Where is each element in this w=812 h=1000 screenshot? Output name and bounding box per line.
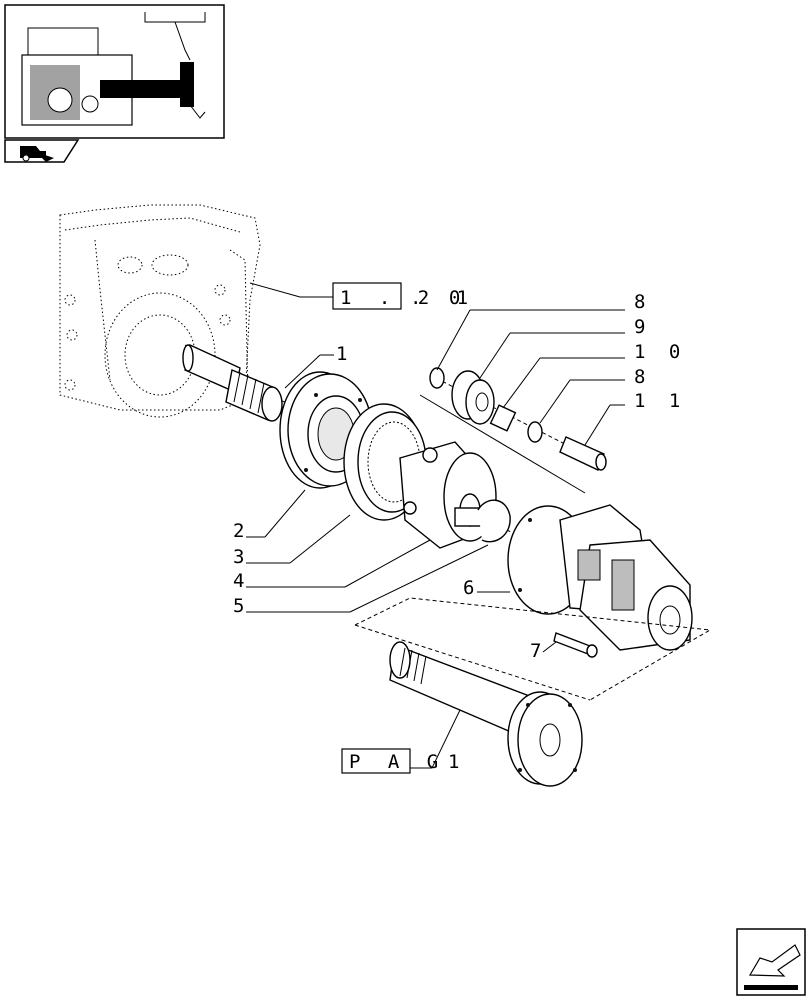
next-page-arrow-icon[interactable] xyxy=(736,928,806,996)
callout-6[interactable]: 6 xyxy=(463,577,510,599)
callout-5[interactable]: 5 xyxy=(233,544,489,617)
svg-text:3: 3 xyxy=(233,546,250,568)
axle-housing-part-6[interactable] xyxy=(507,504,693,651)
reference-code-label: 1 . 2 1 xyxy=(340,287,476,309)
svg-text:8: 8 xyxy=(634,366,651,388)
svg-text:1: 1 xyxy=(336,343,353,365)
reference-1-21-0[interactable]: 1 . 2 1 . 0 xyxy=(249,282,476,310)
svg-text:5: 5 xyxy=(233,595,250,617)
snap-ring-part-5[interactable] xyxy=(477,499,511,543)
callout-9[interactable]: 9 xyxy=(479,316,651,379)
callout-11[interactable]: 1 1 xyxy=(584,390,686,446)
callout-10[interactable]: 1 0 xyxy=(502,341,686,409)
svg-text:4: 4 xyxy=(233,570,250,592)
callout-7[interactable]: 7 xyxy=(530,640,557,662)
transmission-overview-thumbnail xyxy=(21,12,206,126)
svg-text:1 0: 1 0 xyxy=(634,341,686,363)
hub-cover-part-2[interactable] xyxy=(279,371,373,489)
svg-text:6: 6 xyxy=(463,577,480,599)
svg-text:2: 2 xyxy=(233,520,250,542)
callout-4[interactable]: 4 xyxy=(233,539,431,592)
circlip-part-8b[interactable] xyxy=(527,421,543,443)
needle-bearing-part-10[interactable] xyxy=(489,404,517,432)
bolt-part-7[interactable] xyxy=(553,632,598,658)
callout-3[interactable]: 3 xyxy=(233,514,351,568)
circlip-part-8a[interactable] xyxy=(429,367,445,389)
callout-8-bottom[interactable]: 8 xyxy=(539,366,651,424)
svg-text:8: 8 xyxy=(634,291,651,313)
planet-pin-part-11[interactable] xyxy=(559,436,607,471)
pinion-shaft-part-1[interactable] xyxy=(182,343,283,422)
pag-group-frame xyxy=(354,597,712,701)
pag-label: P A G xyxy=(349,751,446,773)
svg-text:7: 7 xyxy=(530,640,547,662)
callout-1[interactable]: 1 xyxy=(284,343,353,389)
callout-2[interactable]: 2 xyxy=(233,489,306,542)
reference-pag-1[interactable]: P A G 1 xyxy=(341,709,465,774)
svg-text:1 1: 1 1 xyxy=(634,390,686,412)
planet-carrier-part-4[interactable] xyxy=(399,441,497,549)
svg-text:9: 9 xyxy=(634,316,651,338)
callout-8-top[interactable]: 8 xyxy=(436,291,651,371)
reference-code-suffix: . 0 xyxy=(410,287,468,309)
output-shaft-pag[interactable] xyxy=(389,641,583,787)
thumbnail-frame[interactable] xyxy=(4,4,225,139)
planet-gear-part-9[interactable] xyxy=(451,370,495,425)
pag-number: 1 xyxy=(448,751,465,773)
planet-axis xyxy=(419,394,586,494)
tractor-section-icon[interactable] xyxy=(4,139,80,163)
